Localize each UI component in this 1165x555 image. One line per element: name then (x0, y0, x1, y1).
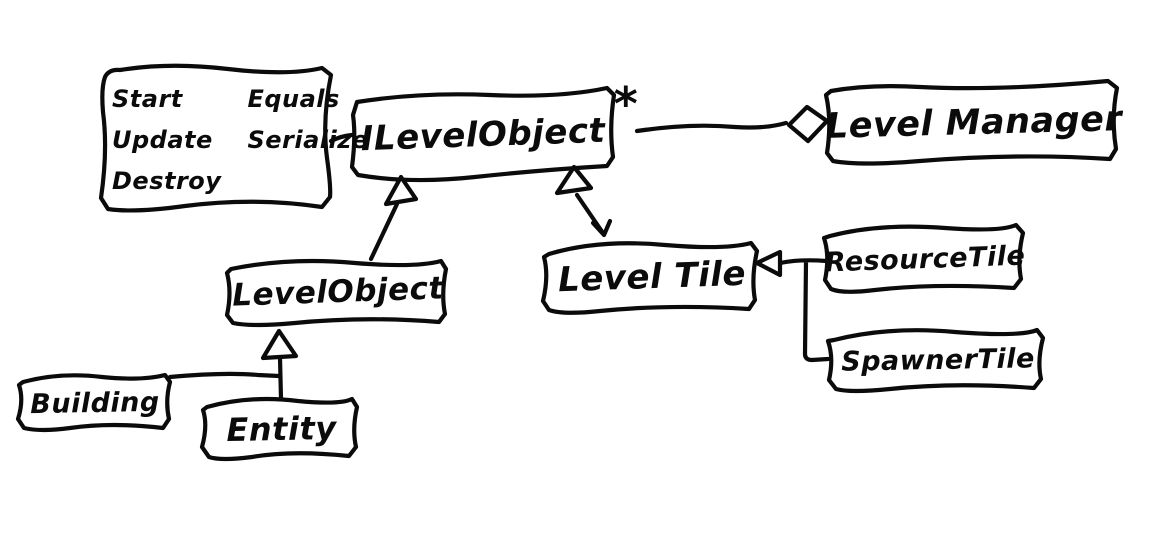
aggregation-line (634, 120, 789, 134)
class-box-entity (199, 396, 360, 462)
realization-line-levelobject (368, 201, 400, 262)
note-box (98, 63, 334, 213)
building-entity-branch-line (167, 355, 284, 402)
multiplicity-star: * (613, 77, 639, 131)
note-method: Serialize (247, 126, 369, 154)
tile-branch-line (777, 258, 831, 363)
class-label-leveltile: Level Tile (557, 253, 747, 301)
class-box-levelobject (224, 258, 449, 328)
realization-triangle-icon-levelobject (383, 174, 419, 207)
class-box-levelmanager (823, 78, 1120, 166)
note-connector-line (328, 132, 355, 144)
class-label-entity: Entity (226, 409, 337, 449)
class-box-building (15, 372, 173, 433)
note-method: Destroy (112, 167, 222, 195)
realization-triangle-icon-leveltile (554, 164, 594, 196)
class-label-ilevelobject: ILevelObject (360, 110, 606, 160)
aggregation-diamond-icon (786, 104, 830, 144)
inheritance-triangle-icon-levelobject (260, 328, 299, 361)
class-label-levelmanager: Level Manager (825, 99, 1123, 147)
class-label-building: Building (30, 386, 160, 420)
note-method-empty (247, 162, 368, 200)
class-box-resourcetile (821, 222, 1026, 294)
note-method: Start (112, 85, 183, 113)
class-label-levelobject: LevelObject (231, 270, 445, 314)
inheritance-triangle-icon-leveltile (754, 249, 783, 278)
class-box-ilevelobject (349, 85, 617, 183)
class-label-spawnertile: SpawnerTile (840, 342, 1036, 378)
note-method-list: Start Equals Update Serialize Destroy (112, 80, 368, 206)
note-method: Equals (247, 85, 340, 113)
class-label-resourcetile: ResourceTile (824, 240, 1026, 278)
note-method: Update (112, 126, 213, 154)
realization-line-leveltile (574, 192, 613, 238)
class-box-leveltile (540, 240, 760, 315)
class-box-spawnertile (825, 327, 1046, 394)
